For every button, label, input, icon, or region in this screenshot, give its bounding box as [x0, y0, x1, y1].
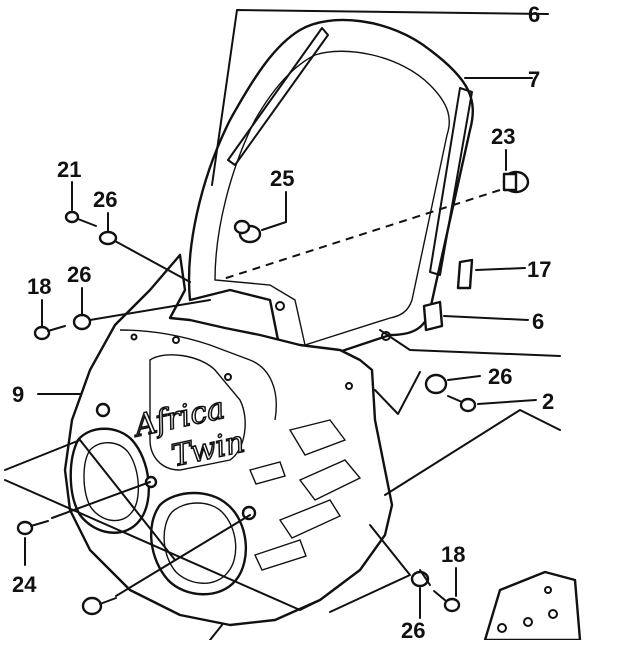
upper-cowl — [63, 253, 394, 627]
washer-26c — [424, 373, 448, 395]
washer-26b — [72, 313, 92, 331]
right-headlight-opening — [149, 491, 248, 596]
callout-labels: 6 7 23 25 21 26 26 18 17 6 9 26 2 24 18 … — [12, 2, 554, 643]
screw-24b — [81, 596, 117, 616]
grommet-25 — [233, 219, 262, 244]
callout-17: 17 — [527, 257, 551, 282]
callout-26-bottom: 26 — [401, 618, 425, 640]
brand-text-line2: Twin — [169, 425, 248, 475]
screw-24a — [16, 520, 49, 536]
callout-24: 24 — [12, 572, 37, 597]
callout-6-lower: 6 — [532, 309, 544, 334]
screw-18b — [433, 590, 461, 613]
callout-25: 25 — [270, 166, 294, 191]
callout-18-bottom: 18 — [441, 542, 465, 567]
callout-6-top: 6 — [528, 2, 540, 27]
callout-18-left: 18 — [27, 274, 51, 299]
callout-2: 2 — [542, 389, 554, 414]
screw-21 — [64, 210, 97, 227]
clip-17 — [456, 258, 474, 290]
callout-26-upper-left: 26 — [93, 187, 117, 212]
leader-lines — [4, 9, 561, 641]
screw-18a — [33, 325, 66, 341]
screw-23 — [502, 170, 530, 194]
callout-26-mid-left: 26 — [67, 262, 91, 287]
callout-9: 9 — [12, 382, 24, 407]
clip-6-lower — [422, 300, 444, 332]
callout-21: 21 — [57, 157, 81, 182]
trim-strip-right — [429, 87, 473, 276]
screw-2 — [447, 395, 477, 413]
decal-panel — [149, 354, 246, 471]
callout-7: 7 — [528, 67, 540, 92]
trim-strip-left — [227, 27, 329, 166]
callout-26-right: 26 — [488, 364, 512, 389]
washer-26a — [98, 230, 118, 246]
callout-23: 23 — [491, 124, 515, 149]
